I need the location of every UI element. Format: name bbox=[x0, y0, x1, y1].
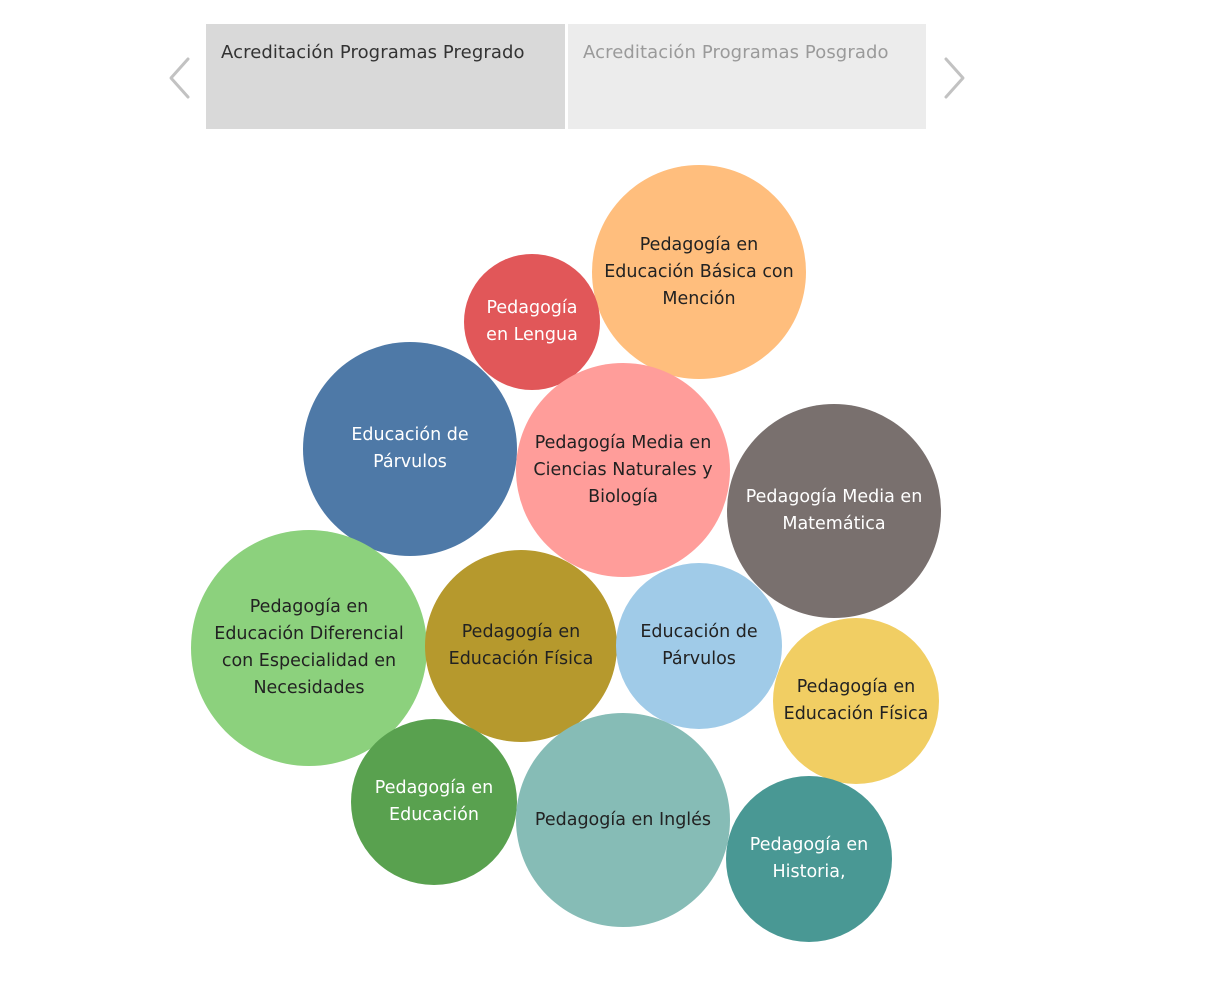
bubble-educacion-fisica-2[interactable]: Pedagogía en Educación Física bbox=[773, 618, 939, 784]
bubble-educacion-diferencial[interactable]: Pedagogía en Educación Diferencial con E… bbox=[191, 530, 427, 766]
bubble-label: Pedagogía en Educación Física bbox=[448, 622, 594, 669]
bubble-label: Educación de Párvulos bbox=[351, 425, 469, 472]
bubble-label: Pedagogía Media en Matemática bbox=[745, 487, 923, 534]
bubble-educacion-basica[interactable]: Pedagogía en Educación Básica con Menció… bbox=[592, 165, 806, 379]
bubble-educacion-fisica[interactable]: Pedagogía en Educación Física bbox=[425, 550, 617, 742]
tab-acreditacion-pregrado[interactable]: Acreditación Programas Pregrado bbox=[206, 24, 565, 129]
bubble-educacion-parvulos-2[interactable]: Educación de Párvulos bbox=[616, 563, 782, 729]
chevron-left-icon[interactable] bbox=[166, 56, 194, 100]
bubble-pedagogia-ingles[interactable]: Pedagogía en Inglés bbox=[516, 713, 730, 927]
bubble-label: Educación de Párvulos bbox=[640, 622, 758, 669]
chevron-right-icon[interactable] bbox=[940, 56, 968, 100]
bubble-pedagogia-lengua[interactable]: Pedagogía en Lengua bbox=[464, 254, 600, 390]
bubble-label: Pedagogía en Inglés bbox=[534, 809, 712, 830]
bubble-label: Pedagogía en Lengua bbox=[486, 298, 578, 345]
bubble-label: Pedagogía en Educación Básica con Menció… bbox=[604, 234, 794, 309]
bubble-pedagogia-historia[interactable]: Pedagogía en Historia, bbox=[726, 776, 892, 942]
bubble-label: Pedagogía en Educación bbox=[374, 778, 494, 825]
bubble-pedagogia-educacion[interactable]: Pedagogía en Educación bbox=[351, 719, 517, 885]
bubble-label: Pedagogía en Historia, bbox=[749, 835, 869, 882]
bubble-label: Pedagogía en Educación Diferencial con E… bbox=[214, 597, 404, 698]
bubble-label: Pedagogía en Educación Física bbox=[783, 677, 929, 724]
tab-label: Acreditación Programas Pregrado bbox=[221, 42, 525, 63]
bubble-ciencias-naturales[interactable]: Pedagogía Media en Ciencias Naturales y … bbox=[516, 363, 730, 577]
bubble-educacion-parvulos[interactable]: Educación de Párvulos bbox=[303, 342, 517, 556]
tab-acreditacion-posgrado[interactable]: Acreditación Programas Posgrado bbox=[568, 24, 926, 129]
bubble-matematica[interactable]: Pedagogía Media en Matemática bbox=[727, 404, 941, 618]
bubble-label: Pedagogía Media en Ciencias Naturales y … bbox=[533, 432, 713, 507]
tab-label: Acreditación Programas Posgrado bbox=[583, 42, 889, 63]
